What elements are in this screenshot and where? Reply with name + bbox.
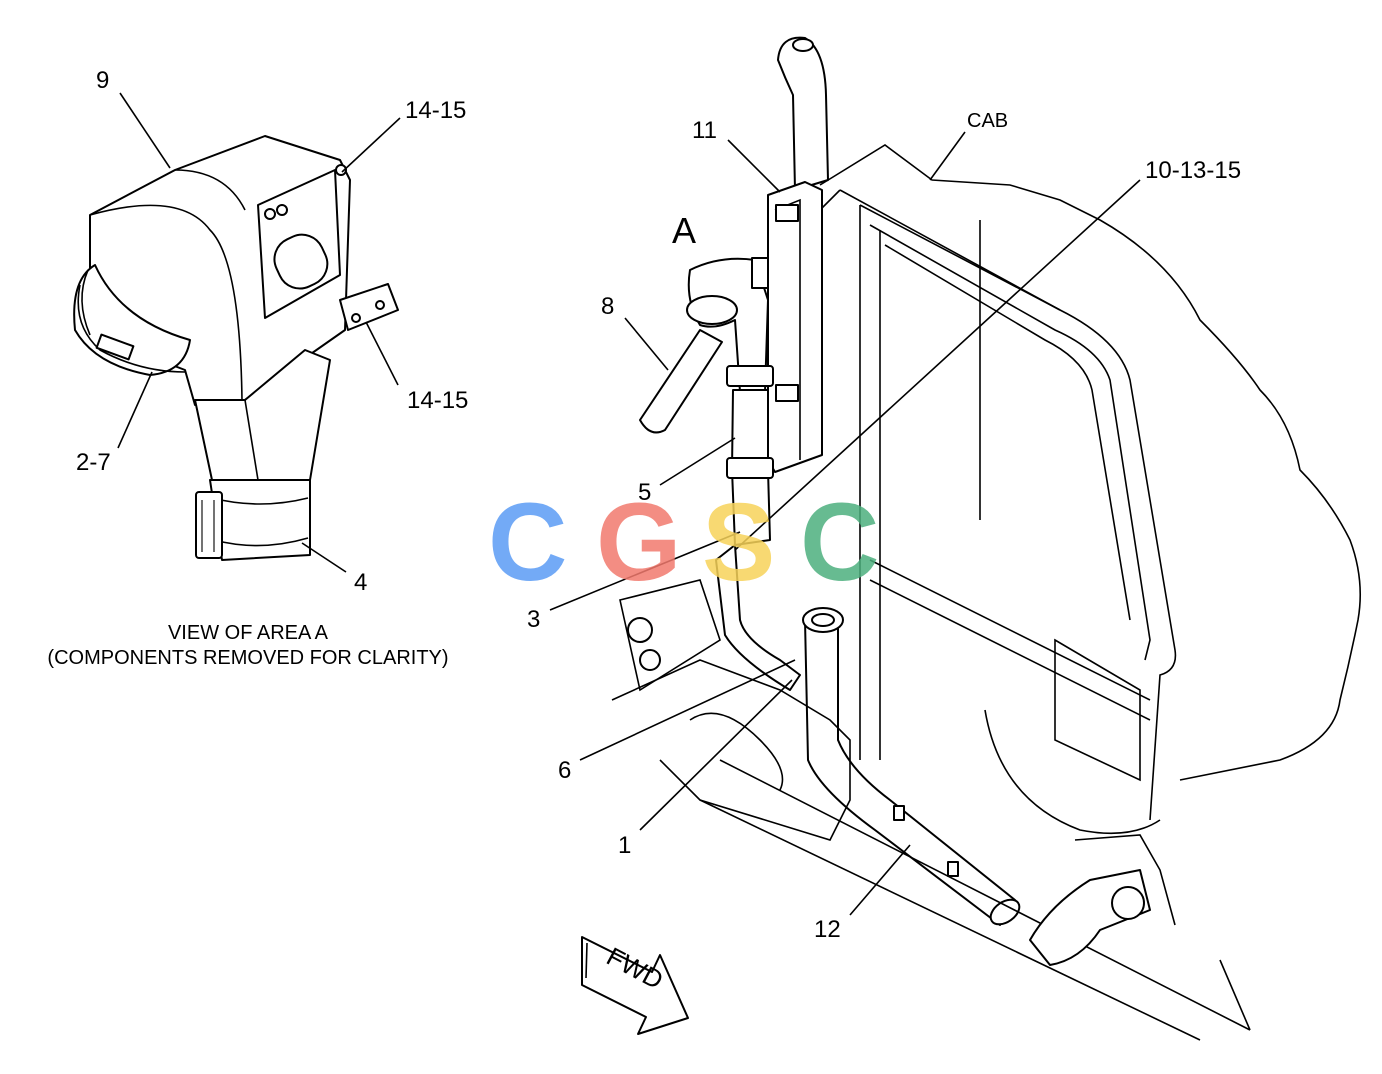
caption-line-2: (COMPONENTS REMOVED FOR CLARITY)	[47, 647, 448, 669]
callout-6: 6	[558, 757, 571, 784]
callout-cab: CAB	[967, 110, 1008, 132]
leader-lines-right	[549, 131, 1141, 916]
watermark-letter-s: S	[702, 481, 775, 604]
callout-9: 9	[96, 67, 109, 94]
cgsc-watermark: C G S C	[488, 481, 879, 604]
detail-caption: VIEW OF AREA A (COMPONENTS REMOVED FOR C…	[47, 622, 448, 669]
callout-12: 12	[814, 916, 841, 943]
callout-10-13-15: 10-13-15	[1145, 157, 1241, 184]
leader-lines-left	[117, 92, 401, 573]
fwd-arrow	[581, 936, 689, 1035]
callout-3: 3	[527, 606, 540, 633]
callout-4: 4	[354, 569, 367, 596]
callout-14-15-top: 14-15	[405, 97, 466, 124]
area-a-marker: A	[672, 210, 696, 251]
callout-11: 11	[692, 117, 717, 144]
detail-view-area-a	[73, 135, 399, 561]
callout-1: 1	[618, 832, 631, 859]
callout-8: 8	[601, 293, 614, 320]
callout-14-15-bottom: 14-15	[407, 387, 468, 414]
callout-5: 5	[638, 479, 651, 506]
main-view-assembly	[611, 36, 1362, 1041]
callout-labels: 9 14-15 14-15 2-7 4 11 CAB 10-13-15 A 8 …	[76, 67, 1241, 995]
watermark-letter-g: G	[596, 481, 682, 604]
caption-line-1: VIEW OF AREA A	[168, 622, 329, 644]
watermark-letter-c1: C	[488, 481, 567, 604]
callout-2-7: 2-7	[76, 449, 111, 476]
watermark-letter-c2: C	[800, 481, 879, 604]
